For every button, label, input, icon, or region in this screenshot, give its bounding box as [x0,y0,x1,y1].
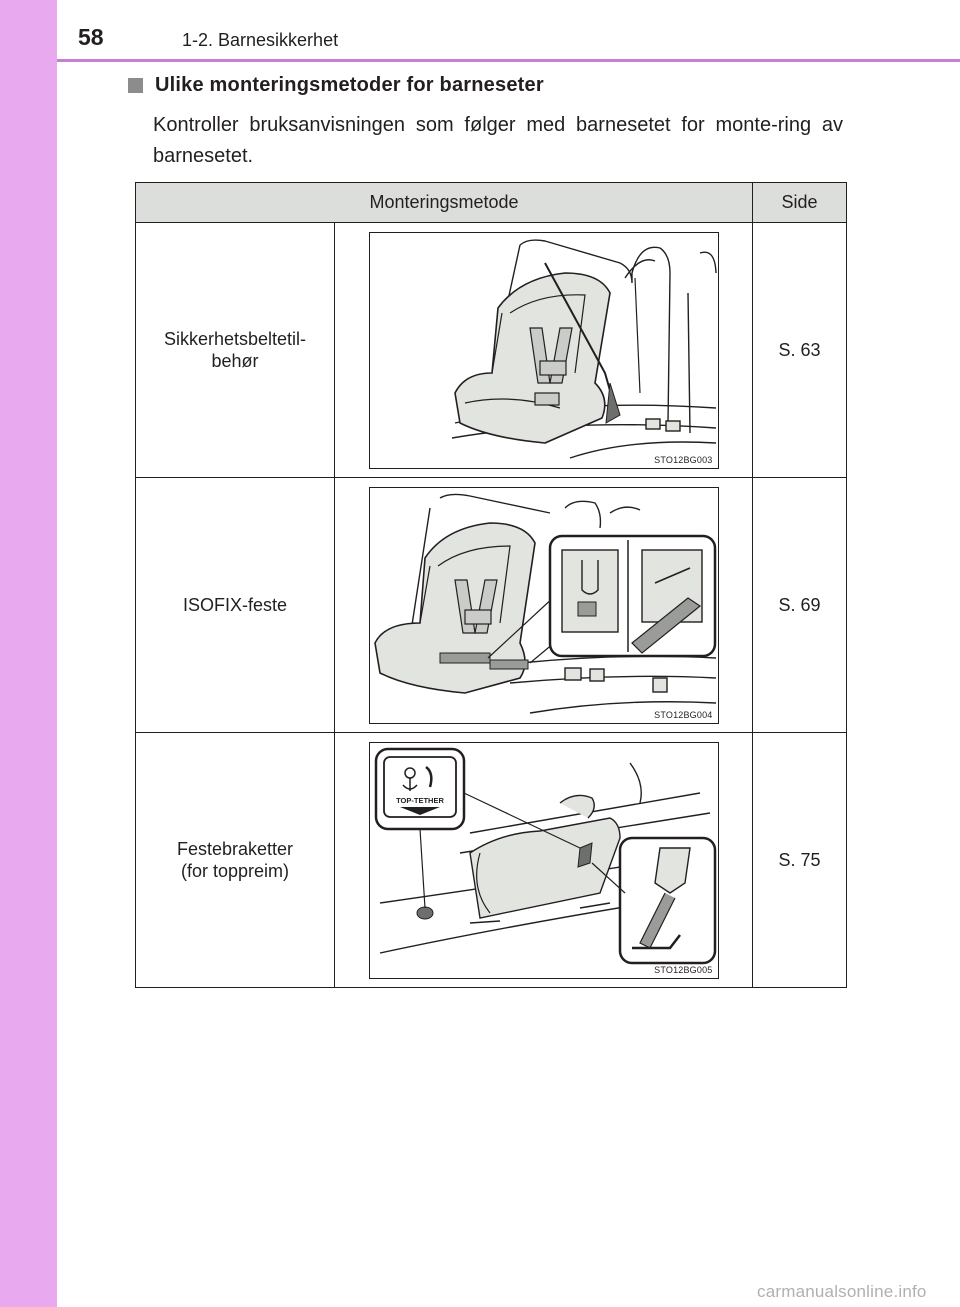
heading-text: Ulike monteringsmetoder for barneseter [155,74,544,96]
method-cell: ISOFIX-feste [135,477,335,733]
top-tether-badge-text: TOP-TETHER [396,796,444,805]
page-ref-cell: S. 63 [752,222,847,478]
method-cell: Sikkerhetsbeltetil-behør [135,222,335,478]
illustration-cell: STO12BG004 [334,477,753,733]
illustration-cell: STO12BG003 [334,222,753,478]
isofix-illustration: STO12BG004 [368,486,719,724]
watermark: carmanualsonline.info [757,1282,927,1301]
method-label: Sikkerhetsbeltetil-behør [163,329,307,371]
table-row: Sikkerhetsbeltetil-behør [135,222,847,478]
page-ref: S. 69 [778,594,821,615]
table-row: ISOFIX-feste [135,477,847,733]
header-method: Monteringsmetode [135,182,753,223]
seatbelt-illustration: STO12BG003 [368,231,719,469]
page-number: 58 [78,24,104,50]
table-row: Festebraketter(for toppreim) [135,732,847,988]
child-seat-isofix-drawing [373,493,716,714]
table-header-row: Monteringsmetode Side [135,182,847,223]
section-title: 1-2. Barnesikkerhet [182,30,339,50]
page-ref: S. 75 [778,849,821,870]
method-label: ISOFIX-feste [182,595,288,615]
square-bullet-icon [128,78,143,93]
page-ref-cell: S. 75 [752,732,847,988]
header-rule [57,59,960,62]
page-ref-cell: S. 69 [752,477,847,733]
method-cell: Festebraketter(for toppreim) [135,732,335,988]
header-page: Side [752,182,847,223]
page-ref: S. 63 [778,339,821,360]
method-label: Festebraketter(for toppreim) [176,839,294,881]
image-code: STO12BG005 [654,964,713,975]
intro-paragraph: Kontroller bruksanvisningen som følger m… [153,114,843,167]
top-tether-drawing: TOP-TETHER [374,747,716,964]
illustration-cell: TOP-TETHER STO12BG005 [334,732,753,988]
mounting-methods-table: Monteringsmetode Side Sikkerhetsbeltetil… [135,182,847,988]
top-tether-illustration: TOP-TETHER STO12BG005 [368,741,719,979]
side-band [0,0,57,1307]
section-heading: Ulike monteringsmetoder for barneseter [128,74,544,97]
image-code: STO12BG004 [654,709,713,720]
child-seat-seatbelt-drawing [451,238,717,459]
image-code: STO12BG003 [654,454,713,465]
